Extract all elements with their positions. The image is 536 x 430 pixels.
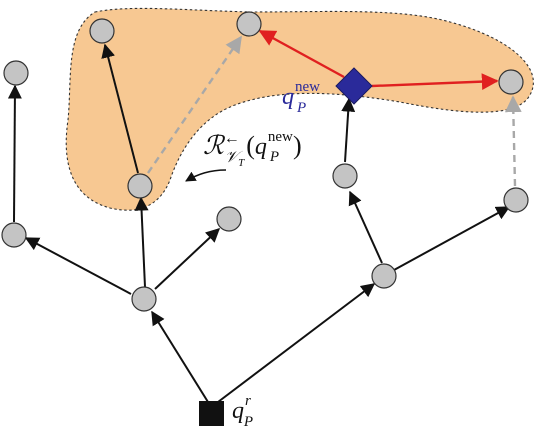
rewire-edges [258, 29, 499, 90]
circle-node-icon [89, 18, 115, 44]
circle-node-icon [131, 286, 157, 312]
circle-node-icon [503, 187, 529, 213]
reach-arg-sup: new [268, 129, 293, 145]
new-node-label-base: q [282, 84, 294, 110]
dashed-edge [504, 95, 522, 187]
circle-node-icon [3, 60, 29, 86]
tree-nodes [1, 11, 529, 312]
reachable-region [65, 7, 534, 211]
circle-node-icon [332, 163, 358, 189]
reach-arrow: ← [224, 130, 240, 147]
circle-node-icon [371, 263, 397, 289]
label-pointer [185, 169, 227, 182]
square-node-icon [199, 401, 224, 426]
tree-edge [217, 283, 376, 403]
tree-edge [341, 97, 356, 163]
tree-edge [24, 237, 132, 295]
root-node-label-sub: P [243, 414, 253, 430]
tree-edges [7, 43, 511, 403]
reach-arg-sub: P [269, 149, 279, 165]
circle-node-icon [1, 222, 27, 248]
dashed-edges [147, 35, 522, 187]
tree-edge [101, 43, 139, 174]
dashed-edge [147, 35, 242, 174]
root-node-label-base: q [232, 398, 244, 424]
circle-node-icon [127, 173, 153, 199]
tree-edge [151, 310, 209, 403]
reach-paren-close: ) [293, 131, 302, 160]
rewire-edge [371, 73, 499, 90]
new-node-label-sub: P [296, 100, 306, 116]
root-node-label-sup: r [245, 393, 251, 409]
new-node-label-sup: new [295, 79, 320, 95]
reach-paren-open: ( [246, 131, 255, 160]
rewire-edge [258, 29, 345, 79]
circle-node-icon [498, 69, 524, 95]
diamond-node-icon [335, 67, 373, 105]
tree-edge [7, 84, 22, 223]
reach-subsub: T [238, 157, 245, 169]
circle-node-icon [236, 11, 262, 37]
tree-edge [393, 206, 511, 271]
tree-edge [348, 190, 383, 264]
tree-edge [154, 228, 221, 290]
tree-edge [134, 196, 149, 288]
reach-script: ℛ [203, 131, 226, 160]
reach-arg-base: q [255, 134, 267, 160]
circle-node-icon [216, 206, 242, 232]
